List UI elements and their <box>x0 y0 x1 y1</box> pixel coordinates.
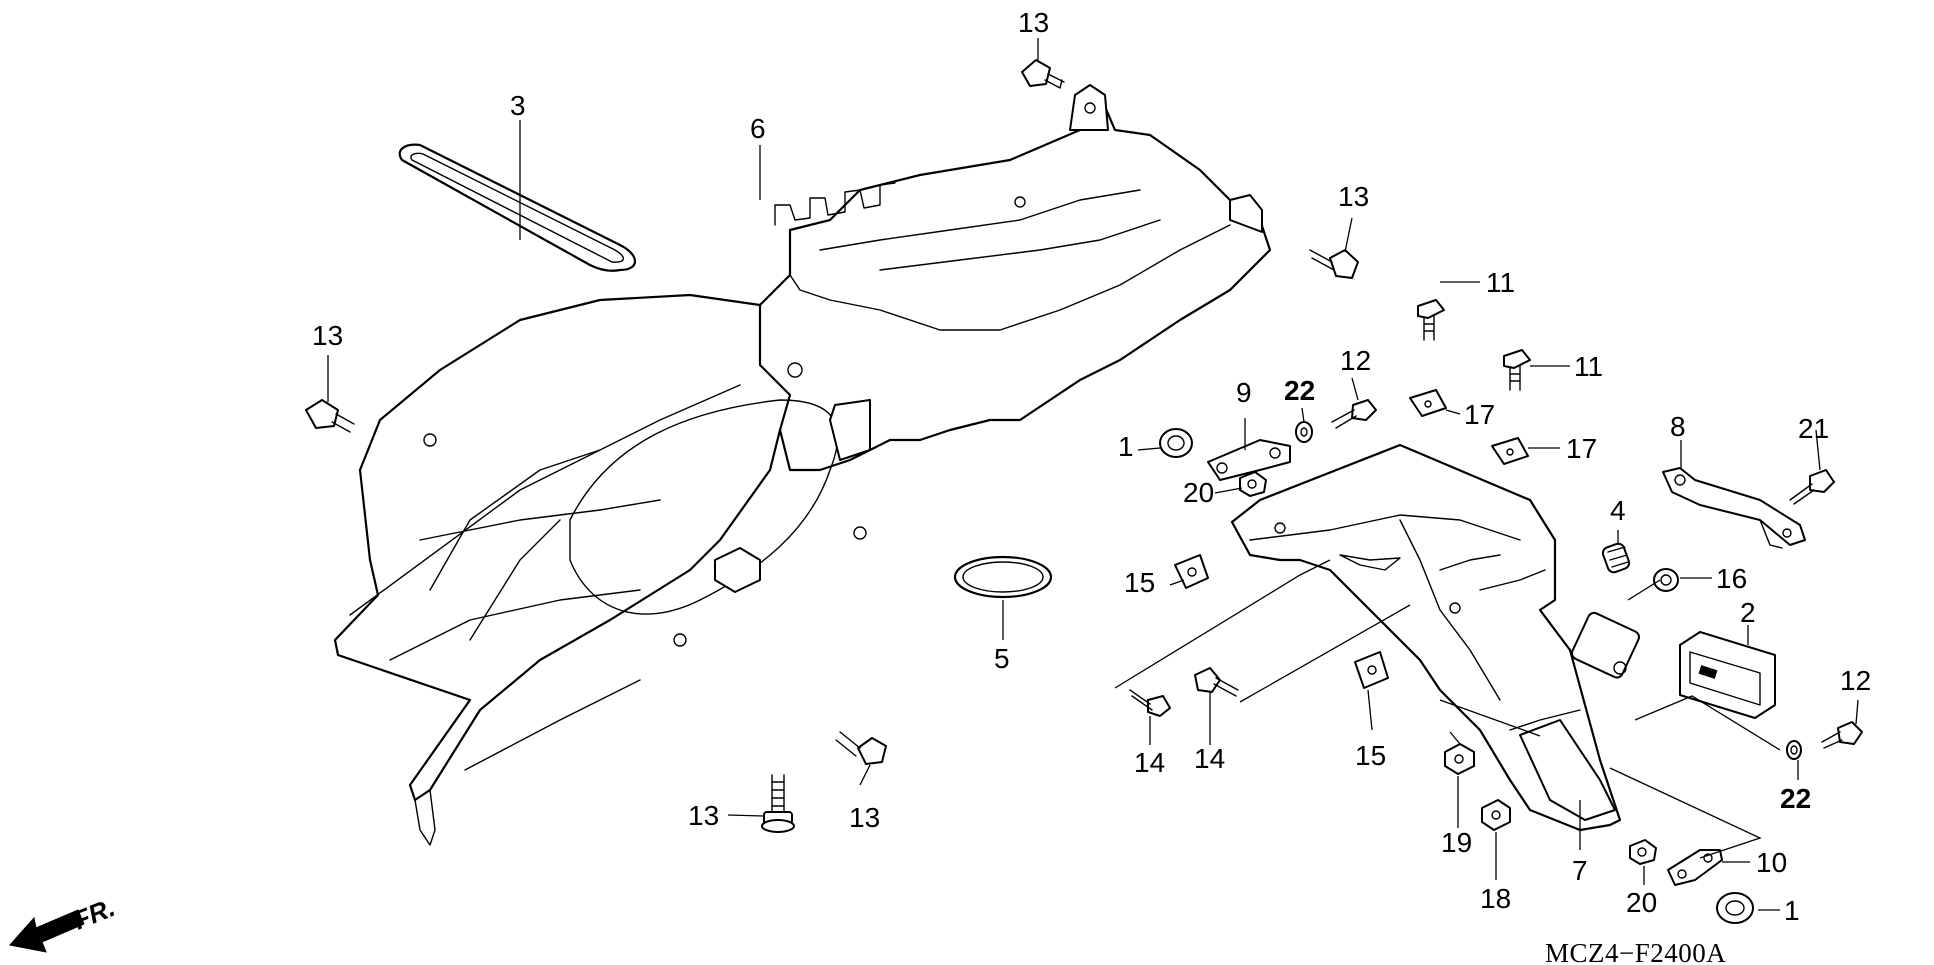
callout-22-upper: 22 <box>1284 375 1315 406</box>
bolt-part-21 <box>1789 469 1835 505</box>
nut-part-18 <box>1481 799 1511 831</box>
callout-16: 16 <box>1716 563 1747 594</box>
callout-leaders <box>327 38 1859 911</box>
clip-nut-part-15-upper <box>1174 554 1209 589</box>
callout-21: 21 <box>1798 413 1829 444</box>
bolt-part-11-lower <box>1503 349 1531 391</box>
callout-22-lower: 22 <box>1780 783 1811 814</box>
grommet-part-1-top <box>1159 428 1193 458</box>
bolt-part-12-lower <box>1821 721 1863 749</box>
nut-part-19 <box>1444 743 1475 775</box>
callout-18: 18 <box>1480 883 1511 914</box>
callout-labels: 3 6 13 13 13 13 13 5 1 20 9 22 12 11 11 … <box>312 7 1871 926</box>
callout-20-lower: 20 <box>1626 887 1657 918</box>
front-direction-label: FR. <box>69 892 119 936</box>
callout-13-bottom-right: 13 <box>849 802 880 833</box>
callout-1-top: 1 <box>1118 431 1134 462</box>
callout-7: 7 <box>1572 855 1588 886</box>
clip-nut-part-17-upper <box>1409 389 1447 417</box>
rear-fender-part-6 <box>333 84 1272 846</box>
nut-part-20-lower <box>1629 839 1657 865</box>
callout-13-top: 13 <box>1018 7 1049 38</box>
washer-part-22-lower <box>1786 740 1802 760</box>
callout-17-upper: 17 <box>1464 399 1495 430</box>
grommet-part-1-bottom <box>1716 892 1754 924</box>
clip-nut-part-15-lower <box>1354 651 1389 689</box>
callout-6: 6 <box>750 113 766 144</box>
callout-1-bottom: 1 <box>1784 895 1800 926</box>
callout-5: 5 <box>994 643 1010 674</box>
callout-19: 19 <box>1441 827 1472 858</box>
stay-part-9 <box>1207 439 1291 481</box>
diagram-code: MCZ4−F2400A <box>1545 938 1726 965</box>
seal-part-3 <box>398 143 637 272</box>
bolt-part-13-right <box>1309 249 1359 279</box>
ring-seal-part-5 <box>953 555 1053 599</box>
callout-14-right: 14 <box>1194 743 1225 774</box>
callout-13-right: 13 <box>1338 181 1369 212</box>
callout-11-upper: 11 <box>1486 267 1515 298</box>
stay-part-8 <box>1662 467 1806 549</box>
collar-part-16 <box>1653 568 1679 592</box>
nut-part-20-upper <box>1239 471 1267 497</box>
bolt-part-12-upper <box>1331 399 1377 429</box>
callout-15-upper: 15 <box>1124 567 1155 598</box>
license-bracket-part-7 <box>1230 443 1640 832</box>
collar-part-4 <box>1601 542 1631 574</box>
reflector-part-2 <box>1679 631 1776 719</box>
stay-part-10 <box>1667 849 1723 886</box>
callout-8: 8 <box>1670 411 1686 442</box>
bolt-part-11-upper <box>1417 299 1445 341</box>
callout-12-upper: 12 <box>1340 345 1371 376</box>
callout-11-lower: 11 <box>1574 351 1603 382</box>
callout-9: 9 <box>1236 377 1252 408</box>
callout-3: 3 <box>510 90 526 121</box>
callout-2: 2 <box>1740 597 1756 628</box>
callout-13-bottom-left: 13 <box>688 800 719 831</box>
callout-14-left: 14 <box>1134 747 1165 778</box>
clip-nut-part-17-lower <box>1491 437 1529 465</box>
bolt-part-13-left <box>305 399 355 433</box>
callout-10: 10 <box>1756 847 1787 878</box>
washer-part-22-upper <box>1295 421 1313 443</box>
screw-part-14-right <box>1194 667 1239 697</box>
callout-20-upper: 20 <box>1183 477 1214 508</box>
screw-part-14-left <box>1129 689 1171 717</box>
callout-15-lower: 15 <box>1355 740 1386 771</box>
bolt-part-13-bottom-right <box>835 731 887 765</box>
front-direction-arrow: FR. <box>9 892 119 953</box>
callout-12-lower: 12 <box>1840 665 1871 696</box>
bolt-part-13-bottom-left <box>761 774 795 833</box>
callout-13-left: 13 <box>312 320 343 351</box>
assembly-guide-lines <box>1114 559 1781 859</box>
callout-17-lower: 17 <box>1566 433 1597 464</box>
bolt-part-13-top <box>1021 59 1065 89</box>
callout-4: 4 <box>1610 495 1626 526</box>
